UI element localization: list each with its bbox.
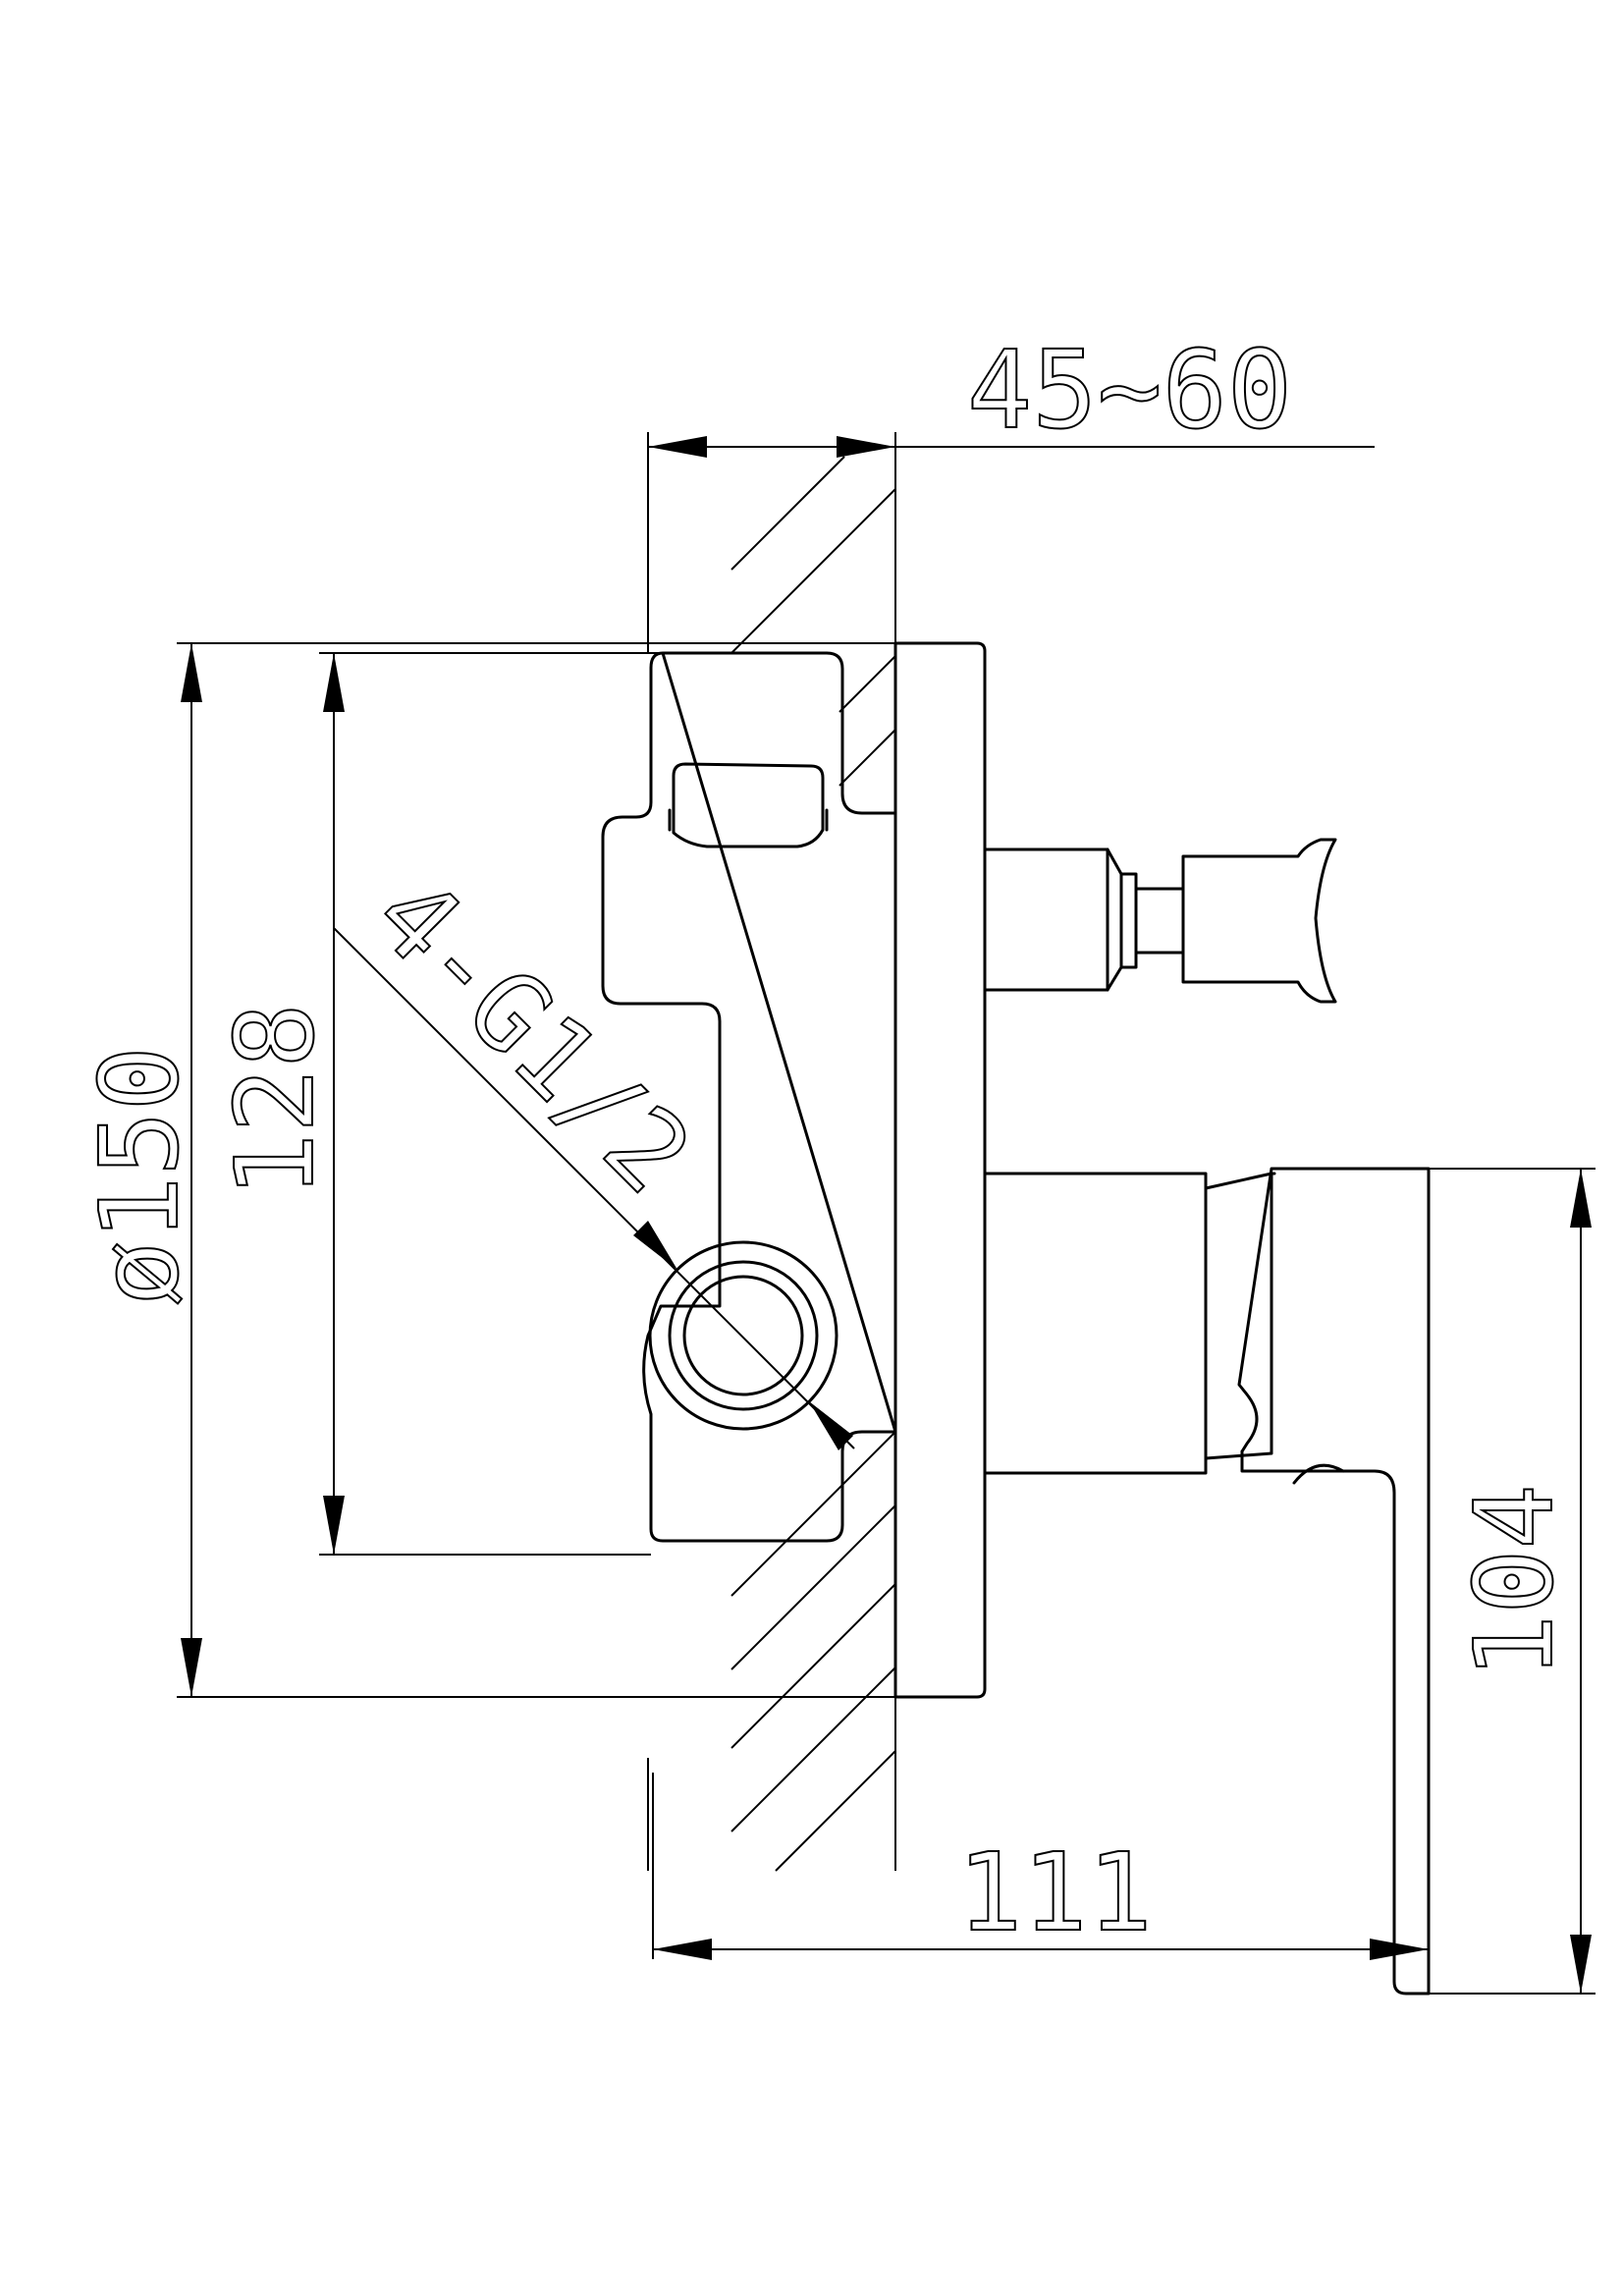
thread-port [648, 1240, 839, 1431]
cover-plate [893, 641, 987, 1699]
outer-diameter-label: ø150 [77, 1046, 202, 1306]
total-depth-label: 111 [957, 1830, 1153, 1955]
thread-spec-label: 4-G1/2 [351, 852, 715, 1217]
inner-height-label: 128 [212, 1003, 338, 1198]
valve-body [601, 651, 897, 1543]
handle-height-label: 104 [1451, 1484, 1577, 1679]
wall-depth-label: 45~60 [967, 327, 1292, 453]
mixer-lever [983, 1167, 1431, 1995]
wall-hatch [730, 456, 896, 1872]
diverter-knob [983, 838, 1337, 1004]
dimension-labels: 45~60 ø150 128 4-G1/2 111 104 [76, 326, 1578, 1956]
dimension-lines [177, 436, 1596, 1995]
